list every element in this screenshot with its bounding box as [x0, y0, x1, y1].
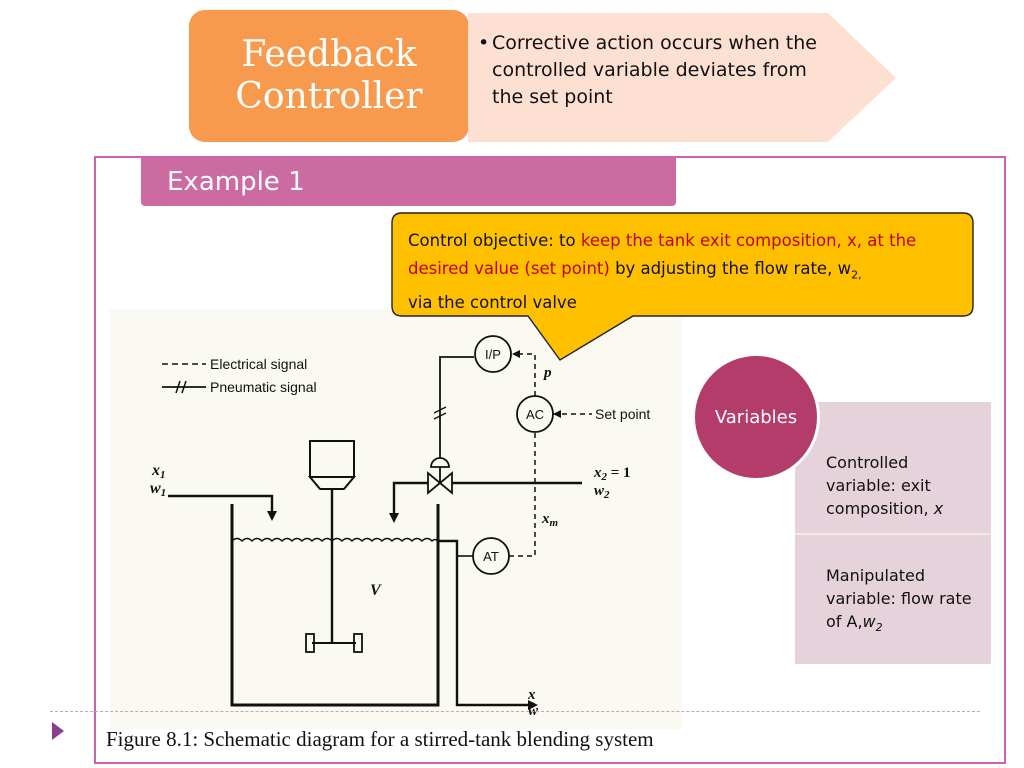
ip-transducer-circle	[474, 335, 512, 373]
feedback-controller-box: Feedback Controller	[189, 10, 469, 142]
stirred-tank-schematic: Electrical signal Pneumatic signal V x1 …	[150, 335, 650, 719]
outlet-x-label: x	[527, 687, 536, 703]
svg-text:x2 = 1: x2 = 1	[593, 465, 631, 483]
measured-x-sub: m	[550, 517, 559, 529]
objective-text: Control objective: to keep the tank exit…	[408, 227, 968, 317]
inlet2-w-label: w	[594, 483, 605, 499]
valve-actuator	[430, 457, 450, 468]
svg-text:w2: w2	[594, 483, 610, 501]
objective-prefix: Control objective: to	[408, 231, 581, 250]
control-valve-left	[427, 471, 442, 495]
header-title-line2: Controller	[235, 76, 423, 117]
inlet2-w-sub: 2	[603, 489, 610, 501]
svg-text:x1: x1	[151, 462, 166, 481]
outlet-stream	[438, 539, 528, 707]
footer-divider	[50, 711, 980, 712]
objective-suffix: by adjusting the flow rate, w	[609, 259, 852, 278]
objective-end: via the control valve	[408, 293, 577, 313]
svg-text:xm: xm	[541, 511, 559, 529]
play-triangle-icon	[52, 722, 64, 740]
controlled-variable: Controlled variable: exit composition, x	[826, 451, 976, 520]
manipulated-variable: Manipulated variable: flow rate of A,w2	[826, 564, 976, 639]
controlled-variable-text: Controlled variable: exit composition,	[826, 453, 934, 518]
analyzer-controller-label: AC	[526, 407, 544, 422]
measurement-signal-line	[509, 432, 536, 557]
liquid-surface	[231, 537, 439, 542]
impeller-blade-left	[305, 633, 315, 653]
figure-caption: Figure 8.1: Schematic diagram for a stir…	[106, 727, 654, 751]
set-point-label: Set point	[595, 406, 650, 422]
example-title: Example 1	[141, 158, 676, 206]
analyzer-transmitter-label: AT	[483, 549, 499, 564]
manipulated-variable-sub: 2	[875, 621, 883, 635]
inlet-stream-2	[392, 481, 582, 517]
pneumatic-legend-label: Pneumatic signal	[210, 379, 317, 395]
description-arrow	[468, 13, 896, 142]
description-text: Corrective action occurs when the contro…	[492, 32, 817, 108]
inlet1-x-label: x	[151, 462, 160, 479]
impeller-blade-right	[353, 633, 363, 653]
control-valve-right	[438, 471, 453, 495]
pressure-signal-label: p	[542, 365, 552, 381]
objective-highlight: keep the tank exit composition, x, at th…	[408, 231, 917, 278]
objective-w-sub: 2,	[851, 268, 862, 282]
header-title-line1: Feedback	[241, 34, 417, 75]
bullet-marker: •	[478, 32, 490, 54]
variables-heading: Variables	[692, 353, 820, 481]
svg-text:w1: w1	[150, 480, 166, 499]
description-text-block: • Corrective action occurs when the cont…	[478, 30, 838, 111]
inlet2-x-sub: 2	[601, 471, 608, 483]
inlet2-x-label: x	[593, 465, 602, 481]
measured-x-label: x	[541, 511, 550, 527]
inlet1-w-sub: 1	[161, 487, 167, 499]
inlet2-x-value: = 1	[607, 465, 631, 481]
example-frame	[94, 156, 1006, 764]
manipulated-variable-text: Manipulated variable: flow rate of A,	[826, 566, 972, 631]
inlet1-x-sub: 1	[160, 469, 166, 481]
inlet1-w-label: w	[150, 480, 161, 497]
tank-wall	[230, 504, 440, 707]
inlet-stream-1	[168, 494, 274, 515]
ip-transducer-label: I/P	[485, 347, 501, 362]
tank-volume-label: V	[370, 582, 382, 599]
pneumatic-signal-line	[439, 356, 474, 458]
manipulated-variable-symbol: w	[862, 612, 876, 631]
variables-divider	[795, 533, 991, 535]
controller-output-line	[514, 353, 536, 396]
controlled-variable-symbol: x	[933, 499, 944, 518]
electrical-legend-label: Electrical signal	[210, 356, 307, 372]
